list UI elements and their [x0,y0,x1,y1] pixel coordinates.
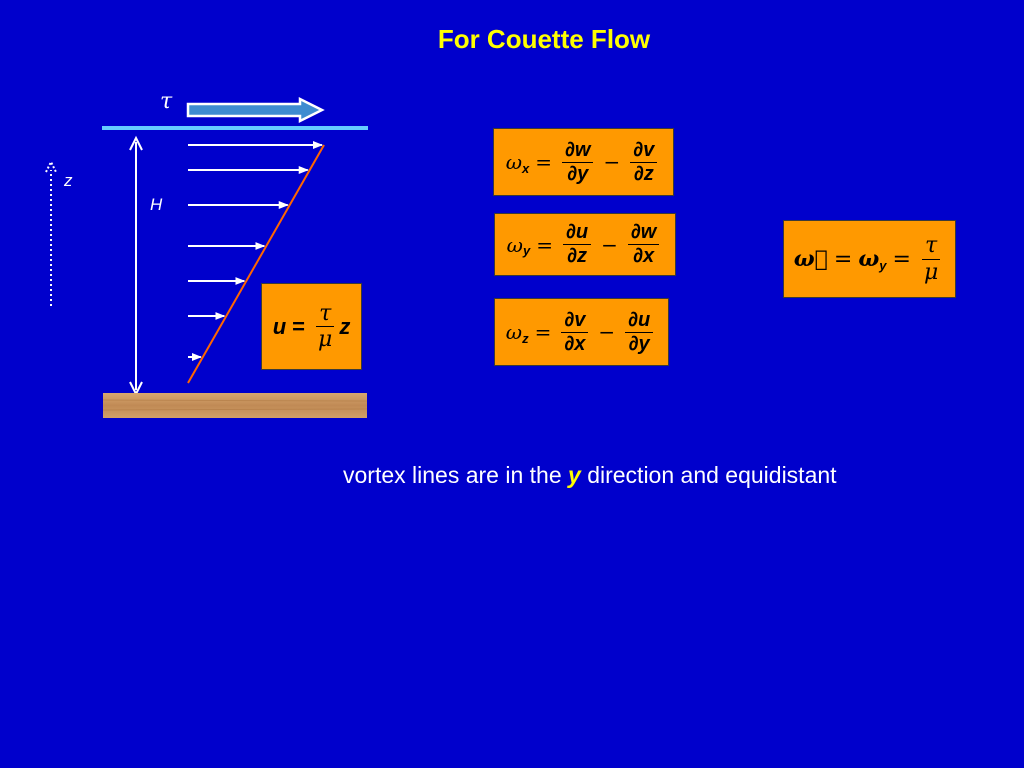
velocity-profile-line [187,144,325,384]
shear-stress-label: τ [160,89,173,114]
denominator: ∂x [564,332,586,355]
minus-sign: − [601,232,618,257]
velocity-equation-box: u = τ μ z [261,283,362,370]
statement-text-before: vortex lines are in the [343,462,569,488]
fraction-denominator: μ [923,259,939,285]
partial-fraction: ∂u ∂y [625,309,654,356]
partial-fraction: ∂w ∂x [627,221,660,268]
tau-over-mu-fraction: τ μ [921,233,941,285]
height-dimension-arrow [129,135,143,397]
omega-symbol: ω [858,246,880,272]
velocity-profile-arrows [188,141,323,361]
equals-sign: = [534,320,552,344]
z-variable: z [339,313,351,339]
z-axis [45,159,57,306]
denominator: ∂z [633,162,654,185]
fraction-numerator: τ [316,301,335,327]
equals-sign: = [833,246,853,272]
numerator: ∂w [627,221,660,245]
statement-emphasis: y [568,462,581,488]
partial-fraction: ∂v ∂z [630,139,658,186]
numerator: ∂u [562,221,592,245]
minus-sign: − [598,320,616,344]
slide-title: For Couette Flow [437,24,651,54]
equals-sign: = [535,150,553,174]
moving-plate-arrow [186,96,325,124]
bottom-wall [103,393,367,418]
numerator: ∂u [625,309,654,333]
velocity-symbol: u [272,313,287,339]
height-label: H [150,195,163,214]
subscript: y [879,257,887,273]
equals-sign: = [292,313,305,339]
subscript: y [522,243,531,258]
minus-sign: − [603,150,621,174]
slide-title-wrap: For Couette Flow [0,24,1024,55]
partial-fraction: ∂w ∂y [562,139,594,186]
omega-symbol: ω [505,320,523,344]
denominator: ∂x [633,245,655,267]
vortex-lines-statement: vortex lines are in the y direction and … [343,462,837,489]
denominator: ∂y [628,332,650,355]
partial-fraction: ∂v ∂x [561,309,589,356]
equals-sign: = [892,246,911,272]
denominator: ∂y [567,162,589,185]
subscript: x [522,160,530,176]
vorticity-vector-symbol: ω⃗ [793,246,828,272]
numerator: ∂w [562,139,594,163]
statement-text-after: direction and equidistant [580,462,837,488]
denominator: ∂z [567,245,587,267]
z-axis-label: z [63,171,73,190]
fraction-numerator: τ [922,233,941,260]
omega-symbol: ω [506,232,523,257]
partial-fraction: ∂u ∂z [562,221,592,268]
subscript: z [522,330,529,346]
numerator: ∂v [630,139,658,163]
omega-symbol: ω [505,150,523,174]
wall-grain-line [102,408,368,411]
fraction-denominator: μ [318,327,333,352]
numerator: ∂v [561,309,589,333]
wall-grain-line [102,399,368,402]
equals-sign: = [536,232,553,257]
tau-over-mu-fraction: τ μ [315,301,335,353]
